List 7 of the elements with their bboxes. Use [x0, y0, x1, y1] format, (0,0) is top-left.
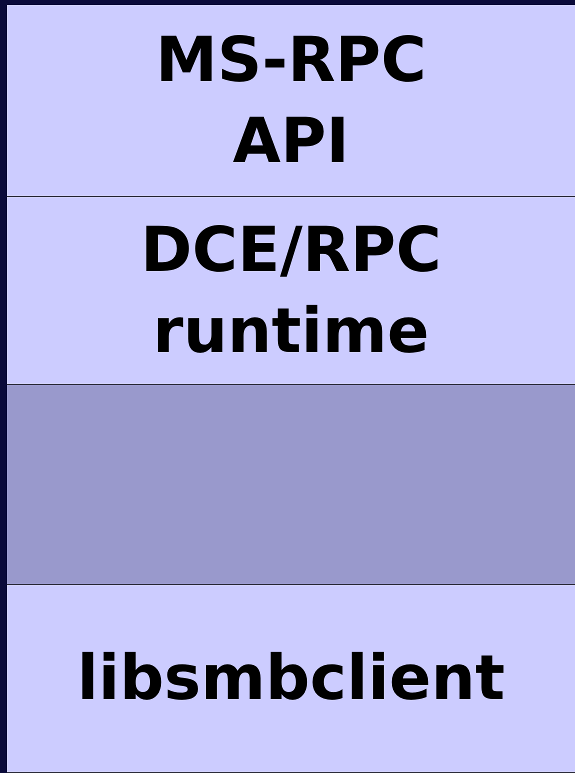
layer-label: MS-RPC API — [154, 22, 428, 178]
empty-layer-box — [7, 385, 575, 585]
layer-box — [7, 5, 575, 197]
layer-box — [7, 197, 575, 385]
layer-box — [7, 585, 575, 773]
layer-label: DCE/RPC runtime — [140, 212, 442, 368]
layer-label: libsmbclient — [77, 640, 505, 716]
